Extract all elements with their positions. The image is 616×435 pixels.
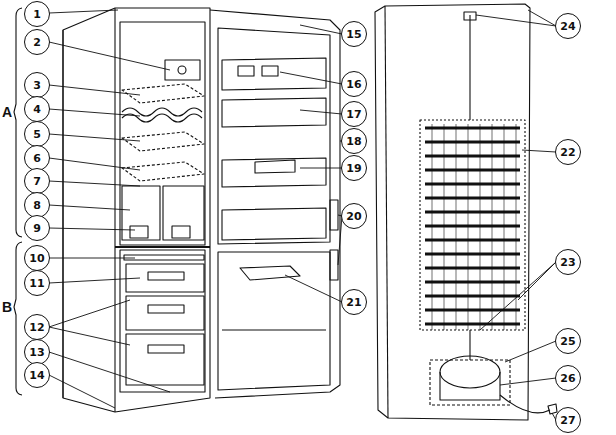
machine-bay xyxy=(430,360,510,405)
pipe xyxy=(469,15,470,120)
shelf xyxy=(122,162,204,181)
callout-number: 21 xyxy=(341,289,367,315)
crisper xyxy=(163,186,204,240)
callout-number: 16 xyxy=(341,71,367,97)
egg-tray xyxy=(238,66,254,76)
callout-number: 20 xyxy=(341,203,367,229)
crisper-foot xyxy=(130,226,148,238)
door-shelf xyxy=(222,329,326,330)
cabinet xyxy=(63,8,210,412)
thermostat-knob xyxy=(178,66,186,74)
light-box xyxy=(165,60,200,80)
cabinet-edge xyxy=(114,8,115,412)
door-shelf xyxy=(222,98,326,127)
callout-number: 7 xyxy=(24,168,50,194)
callout-number: 11 xyxy=(24,270,50,296)
callout-number: 5 xyxy=(24,121,50,147)
callout-number: 15 xyxy=(341,21,367,47)
callout-number: 27 xyxy=(555,407,581,433)
drawer-handle xyxy=(148,272,184,280)
door-liner xyxy=(218,252,330,390)
callout-number: 26 xyxy=(555,365,581,391)
bracket xyxy=(14,242,22,395)
freezer-interior xyxy=(120,250,205,392)
callout-number: 19 xyxy=(341,155,367,181)
drawer xyxy=(126,334,204,385)
hinge xyxy=(330,200,338,230)
callout-number: 1 xyxy=(24,1,50,27)
shelf xyxy=(122,132,204,151)
cabinet-edge xyxy=(62,30,63,398)
plug xyxy=(548,404,557,414)
door-shelf xyxy=(222,158,326,187)
rear-cabinet xyxy=(375,4,530,420)
rear-edge xyxy=(385,6,388,418)
callout-number: 22 xyxy=(555,139,581,165)
callout-number: 25 xyxy=(555,328,581,354)
callout-number: 23 xyxy=(555,249,581,275)
hinge xyxy=(330,250,338,280)
callout-number: 4 xyxy=(24,96,50,122)
door xyxy=(210,10,340,398)
drawer xyxy=(126,296,204,330)
condenser-frame xyxy=(420,120,525,330)
leader-lines xyxy=(49,10,556,420)
condenser-coil xyxy=(425,124,520,330)
drawer-handle xyxy=(148,345,184,353)
callout-number: 17 xyxy=(341,101,367,127)
crisper xyxy=(122,186,160,240)
callout-number: 9 xyxy=(24,215,50,241)
power-cord xyxy=(500,395,550,413)
flap xyxy=(124,255,204,260)
section-letter: A xyxy=(2,104,12,120)
callout-number: 24 xyxy=(555,13,581,39)
bracket-top xyxy=(464,12,476,20)
drawer-handle xyxy=(148,305,184,313)
callout-number: 14 xyxy=(24,362,50,388)
callout-number: 2 xyxy=(24,29,50,55)
fridge-interior xyxy=(120,22,205,245)
compressor xyxy=(440,356,500,388)
egg-tray xyxy=(262,66,278,76)
bracket xyxy=(14,8,22,237)
callout-number: 18 xyxy=(341,128,367,154)
crisper-foot xyxy=(172,226,190,238)
door-shelf xyxy=(222,208,326,240)
callout-number: 10 xyxy=(24,245,50,271)
callout-number: 12 xyxy=(24,314,50,340)
divider xyxy=(115,246,210,248)
bottle-holder xyxy=(255,160,295,173)
compressor-base xyxy=(440,372,500,400)
section-letter: B xyxy=(2,299,12,315)
shelf xyxy=(122,84,204,103)
callout-number: 3 xyxy=(24,72,50,98)
butter-compartment xyxy=(222,58,326,90)
door-liner xyxy=(218,28,330,244)
